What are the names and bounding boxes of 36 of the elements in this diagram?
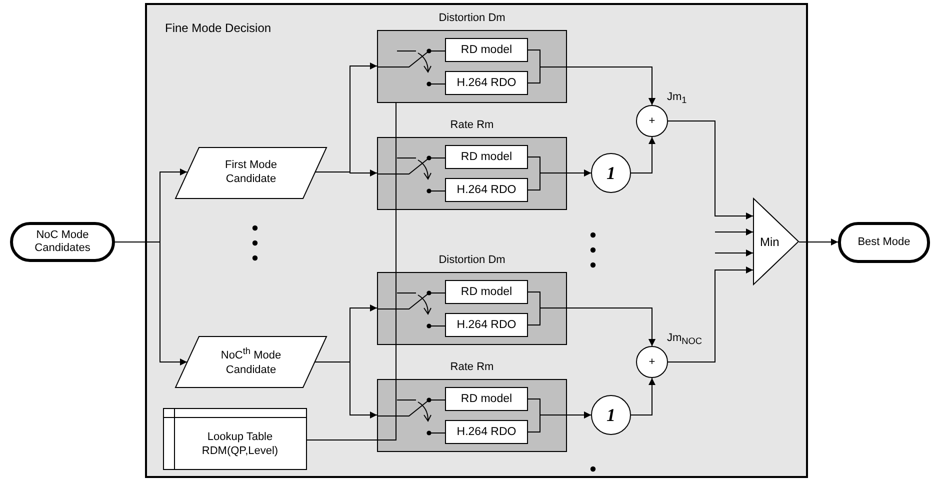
frame-box	[145, 3, 808, 478]
arrow	[714, 250, 754, 256]
module-heading: Distortion Dm	[438, 254, 506, 266]
sum-label: Jm$_{1}$	[667, 91, 687, 106]
process-box: H.264 RDO	[445, 178, 528, 202]
arrow	[630, 136, 656, 174]
process-box: RD model	[445, 387, 528, 411]
module-heading: Rate Rm	[449, 119, 495, 131]
arrow	[528, 412, 592, 432]
arrow	[798, 238, 838, 246]
data-parallelogram: NoC$^{th}$ Mode Candidate	[175, 336, 327, 388]
sum-label: Jm$_{NOC}$	[667, 332, 702, 346]
arrow	[668, 120, 754, 220]
module-heading: Rate Rm	[449, 361, 495, 373]
arrow	[714, 228, 754, 236]
process-box: RD model	[445, 145, 528, 169]
process-box: H.264 RDO	[445, 420, 528, 444]
process-box: RD model	[445, 280, 528, 304]
arrow	[630, 378, 656, 416]
table-box: Lookup Table RDM(QP,Level)	[163, 408, 307, 470]
arrow	[528, 66, 656, 106]
arrow	[668, 266, 754, 362]
connector-line	[306, 102, 396, 440]
operator-circle: 1	[591, 395, 631, 435]
arrow	[528, 308, 656, 346]
process-box: RD model	[445, 38, 528, 62]
process-box: H.264 RDO	[445, 313, 528, 337]
module-heading: Distortion Dm	[438, 12, 506, 24]
terminal-box: NoC Mode Candidates	[10, 222, 115, 262]
process-box: H.264 RDO	[445, 71, 528, 95]
min-triangle: Min	[753, 198, 799, 285]
operator-circle: 1	[591, 153, 631, 193]
data-parallelogram: First Mode Candidate	[175, 147, 327, 199]
terminal-box: Best Mode	[838, 222, 930, 263]
frame-title: Fine Mode Decision	[165, 21, 272, 35]
arrow	[528, 170, 592, 190]
